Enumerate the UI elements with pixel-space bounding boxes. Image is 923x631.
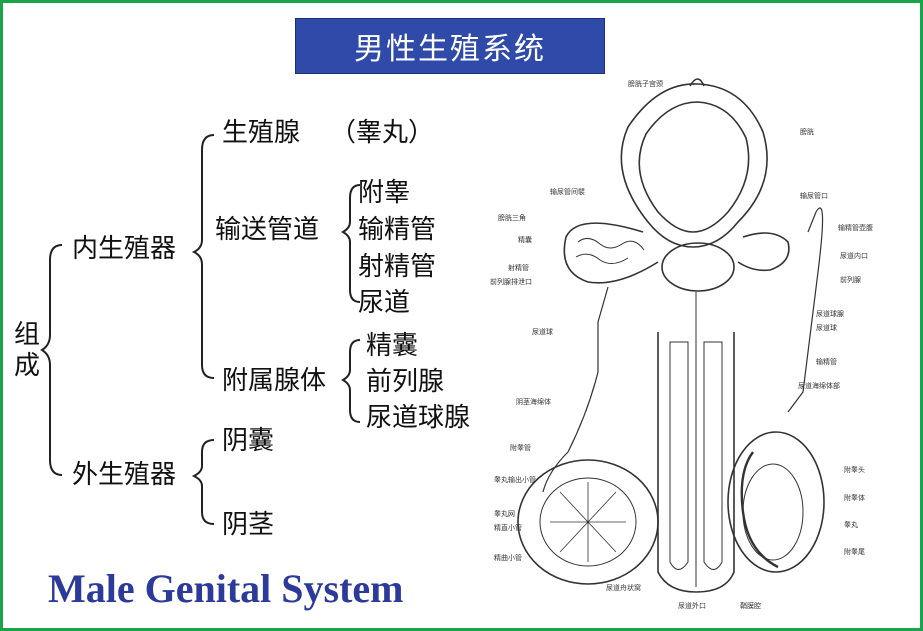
diagram-label: 睾丸输出小管 [494, 475, 536, 484]
external-label: 外生殖器 [72, 460, 177, 490]
ducts-label: 输送管道 [215, 215, 320, 245]
diagram-label: 附睾体 [844, 493, 865, 502]
diagram-label: 膀胱 [800, 127, 814, 136]
diagram-label: 前列腺 [840, 275, 861, 284]
diagram-label: 鞘膜腔 [740, 601, 761, 610]
prostate [661, 242, 735, 292]
gonad-label: 生殖腺 [222, 118, 301, 148]
external-brace [191, 439, 215, 525]
diagram-label: 膀胱子宫颈 [628, 79, 663, 88]
diagram-label: 精囊 [518, 235, 532, 244]
internal-brace [191, 134, 215, 379]
gland-item: 尿道球腺 [366, 403, 471, 433]
diagram-label: 输精管 [816, 357, 837, 366]
testis-section [517, 459, 659, 585]
diagram-label: 膀胱三角 [498, 213, 526, 222]
gland-item: 精囊 [366, 331, 419, 361]
diagram-label: 阴茎海绵体 [516, 397, 551, 406]
gland-item: 前列腺 [366, 367, 445, 397]
bladder-inner [638, 101, 750, 233]
penis-outline [657, 332, 735, 593]
duct-item: 尿道 [358, 288, 411, 318]
corpus-left [669, 341, 689, 570]
diagram-label: 附睾管 [510, 443, 531, 452]
diagram-label: 睾丸 [844, 520, 858, 529]
diagram-label: 精曲小管 [494, 553, 522, 562]
seminal-vesicle-left [563, 222, 659, 284]
diagram-label: 尿道舟状窝 [606, 583, 641, 592]
testis-right [727, 431, 825, 573]
slide-title: 男性生殖系统 [295, 18, 605, 74]
seminal-vesicle-right [737, 232, 790, 272]
root-label: 组成 [13, 320, 40, 382]
english-title: Male Genital System [48, 566, 404, 611]
diagram-label: 射精管 [508, 263, 529, 272]
diagram-label: 前列腺排泄口 [490, 277, 532, 286]
corpus-right [703, 341, 723, 570]
external-item: 阴囊 [222, 426, 275, 456]
diagram-label: 尿道内口 [840, 251, 868, 260]
diagram-label: 输尿管间襞 [550, 187, 585, 196]
internal-label: 内生殖器 [72, 234, 177, 264]
diagram-label: 尿道球 [816, 323, 837, 332]
glands-label: 附属腺体 [222, 366, 327, 396]
diagram-label: 尿道球腺 [816, 309, 844, 318]
root-brace [40, 244, 63, 476]
epididymis [740, 451, 779, 569]
anatomy-illustration: 膀胱子宫颈 膀胱 输尿管间襞 输尿管口 膀胱三角 输精管壶腹 精囊 尿道内口 射… [490, 78, 873, 610]
glands-brace [340, 339, 361, 423]
diagram-label: 精直小管 [494, 523, 522, 532]
duct-item: 输精管 [358, 215, 437, 245]
diagram-label: 输尿管口 [800, 191, 828, 200]
duct-item: 射精管 [358, 252, 437, 282]
diagram-label: 输精管壶腹 [838, 223, 873, 232]
diagram-label: 尿道海绵体部 [798, 381, 840, 390]
diagram-label: 尿道外口 [678, 601, 706, 610]
diagram-label: 附睾头 [844, 465, 865, 474]
diagram-label: 睾丸网 [494, 509, 515, 518]
classification-braces [40, 134, 361, 525]
bladder-outline [620, 83, 768, 248]
external-item: 阴茎 [222, 510, 275, 540]
diagram-label: 尿道球 [532, 327, 553, 336]
bladder-apex [689, 78, 705, 87]
ducts-brace [340, 184, 361, 303]
duct-item: 附睾 [358, 178, 411, 208]
gonad-note: （睾丸） [330, 118, 435, 148]
diagram-label: 附睾尾 [844, 547, 865, 556]
